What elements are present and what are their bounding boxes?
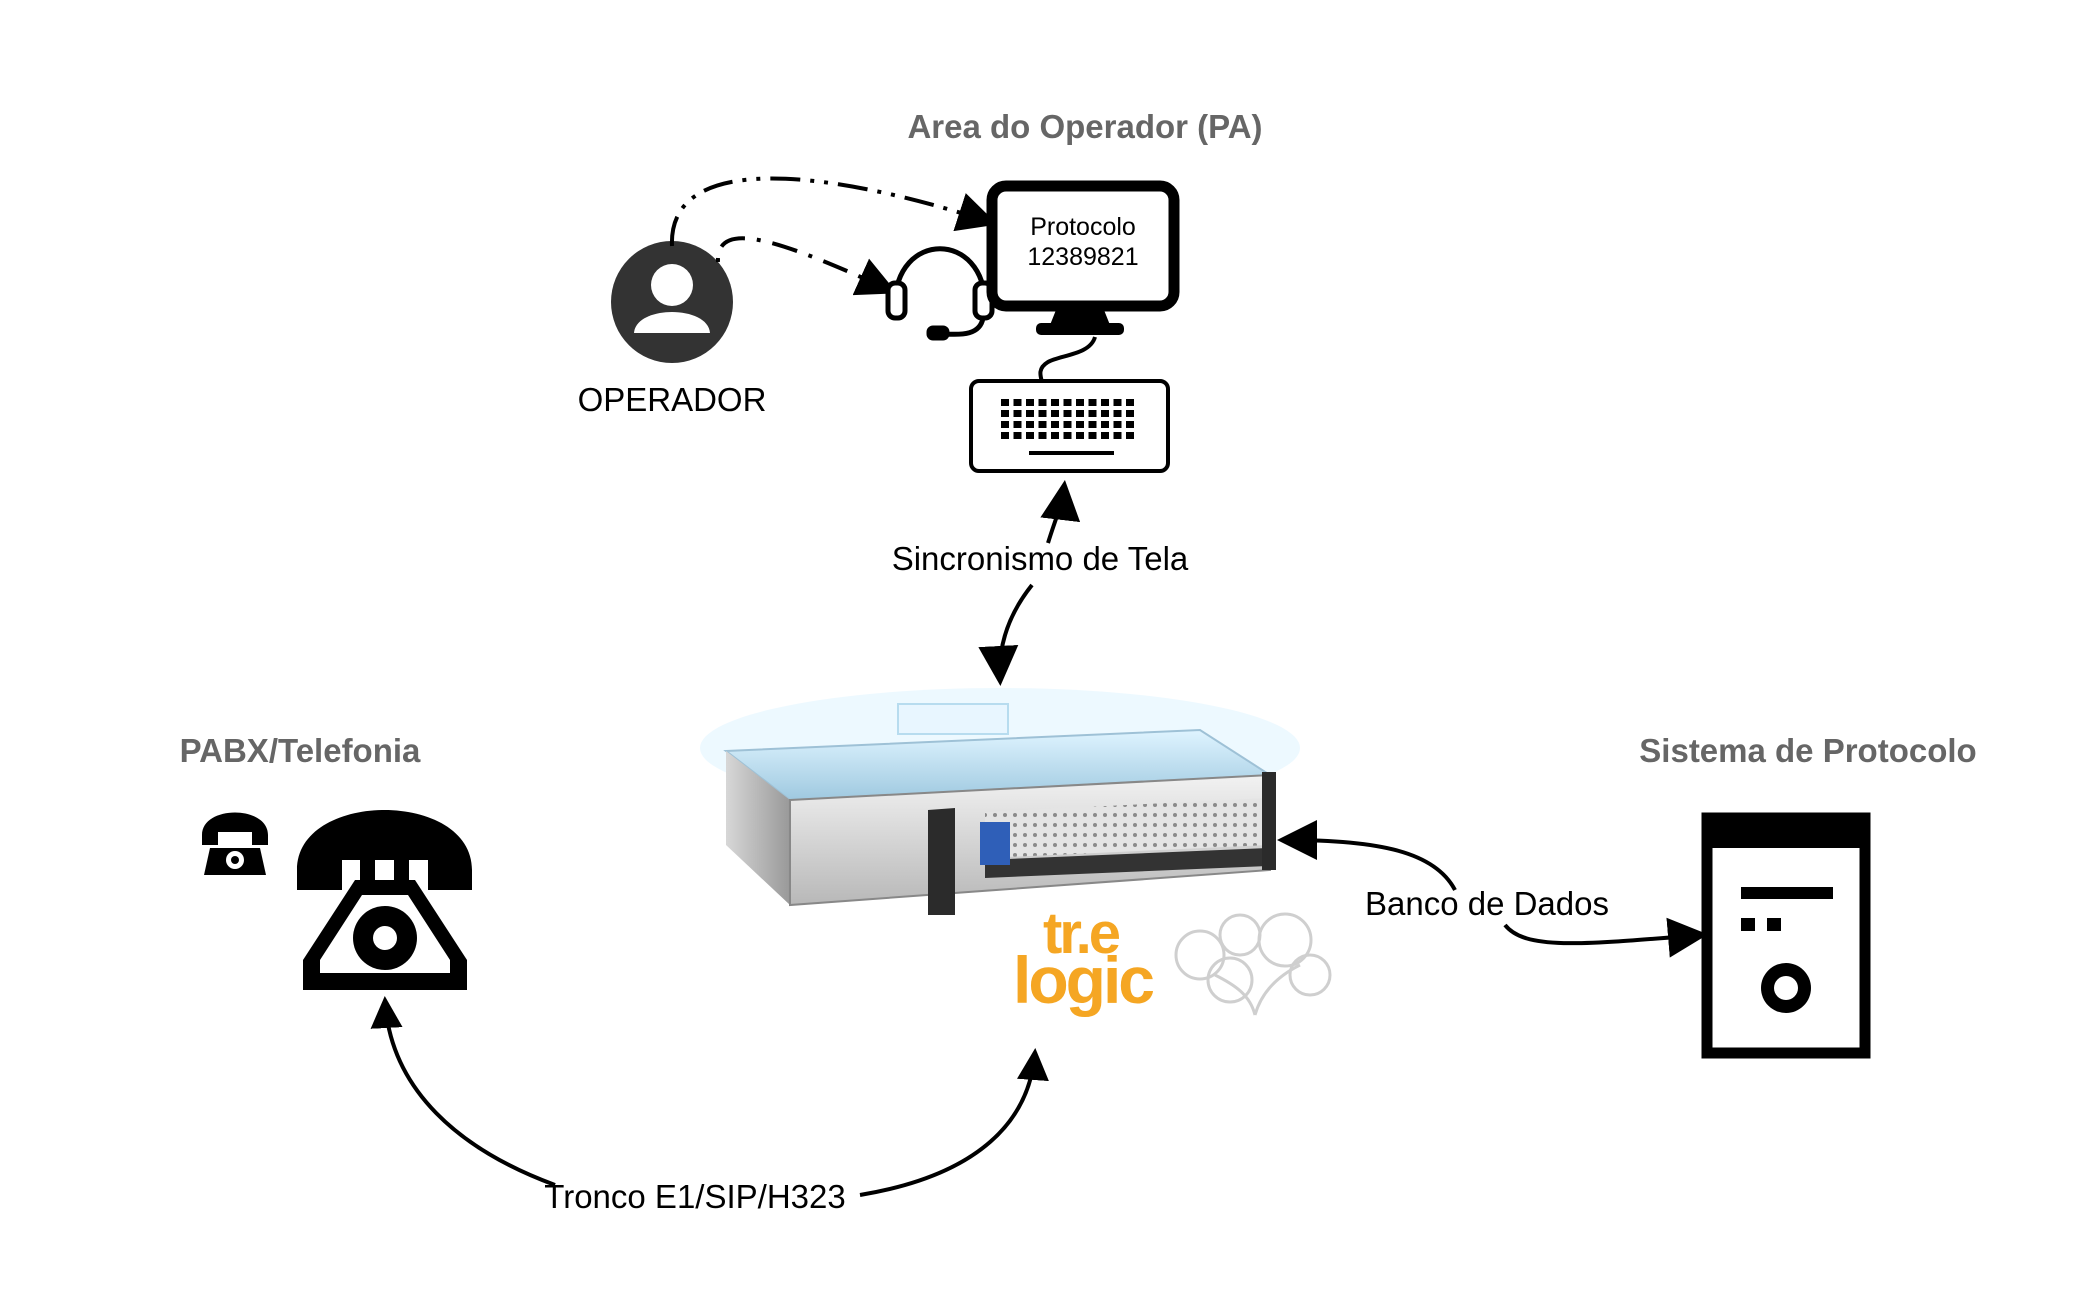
keyboard-cable	[1038, 336, 1097, 383]
trunk-label: Tronco E1/SIP/H323	[544, 1178, 845, 1215]
keyboard-key	[1063, 421, 1072, 428]
operator-to-monitor-link	[669, 176, 998, 247]
keyboard-key	[1126, 410, 1134, 417]
operator-to-headset-link	[715, 236, 898, 296]
trunk-arrow-to-server	[859, 1048, 1049, 1197]
keyboard-key	[1088, 410, 1097, 417]
keyboard-key	[1051, 432, 1059, 439]
heading-operator-area: Area do Operador (PA)	[907, 108, 1262, 145]
computer-tower-icon	[1701, 812, 1871, 1059]
server-icon	[700, 688, 1300, 915]
keyboard-key	[1013, 399, 1022, 406]
keyboard-key	[1038, 410, 1047, 417]
keyboard-key	[1063, 399, 1072, 406]
keyboard-key	[1088, 421, 1097, 428]
database-arrow-to-server	[1277, 820, 1457, 891]
keyboard-key	[1038, 432, 1047, 439]
keyboard-key	[1026, 410, 1034, 417]
keyboard-icon	[969, 379, 1170, 473]
database-label: Banco de Dados	[1365, 885, 1609, 922]
keyboard-key	[1126, 432, 1134, 439]
keyboard-key	[1101, 421, 1109, 428]
logo-line2: logic	[1013, 943, 1153, 1017]
keyboard-key	[1001, 421, 1009, 428]
keyboard-key	[1051, 399, 1059, 406]
keyboard-key	[1013, 432, 1022, 439]
keyboard-key	[1026, 421, 1034, 428]
logo-line1: tr.e	[1043, 901, 1120, 966]
keyboard-key	[1113, 432, 1122, 439]
trunk-arrow-to-telephone	[370, 996, 556, 1187]
small-telephone-icon	[202, 812, 268, 875]
keyboard-key	[1051, 421, 1059, 428]
keyboard-key	[1038, 399, 1047, 406]
screen-sync-label: Sincronismo de Tela	[892, 540, 1189, 577]
keyboard-key	[1026, 432, 1034, 439]
keyboard-key	[1038, 421, 1047, 428]
keyboard-key	[1101, 410, 1109, 417]
keyboard-key	[1126, 399, 1134, 406]
keyboard-key	[1126, 421, 1134, 428]
logo-tree-ornament	[1174, 912, 1332, 1016]
keyboard-key	[1001, 399, 1009, 406]
screen-sync-arrow-up	[1040, 480, 1081, 544]
keyboard-key	[1113, 410, 1122, 417]
monitor-icon	[986, 180, 1180, 335]
keyboard-key	[1113, 421, 1122, 428]
keyboard-key	[1001, 410, 1009, 417]
keyboard-key	[1026, 399, 1034, 406]
keyboard-key	[1076, 432, 1084, 439]
keyboard-key	[1113, 399, 1122, 406]
operator-label: OPERADOR	[578, 381, 767, 418]
keyboard-key	[1013, 410, 1022, 417]
database-arrow-to-system	[1503, 917, 1708, 958]
headset-icon	[885, 246, 995, 341]
monitor-text-line1: Protocolo	[1030, 213, 1136, 241]
keyboard-key	[1088, 399, 1097, 406]
person-icon	[611, 230, 733, 363]
keyboard-key	[1051, 410, 1059, 417]
keyboard-key	[1101, 399, 1109, 406]
heading-pabx: PABX/Telefonia	[180, 732, 421, 769]
keyboard-key	[1063, 432, 1072, 439]
keyboard-key	[1076, 410, 1084, 417]
telephone-icon	[297, 810, 472, 990]
screen-sync-arrow-down	[978, 583, 1034, 686]
treelogic-logo: tr.e logic	[1013, 901, 1332, 1017]
keyboard-key	[1013, 421, 1022, 428]
keyboard-key	[1063, 410, 1072, 417]
keyboard-key	[1001, 432, 1009, 439]
keyboard-key	[1101, 432, 1109, 439]
keyboard-key	[1076, 399, 1084, 406]
keyboard-key	[1076, 421, 1084, 428]
keyboard-key	[1088, 432, 1097, 439]
monitor-text-line2: 12389821	[1027, 243, 1138, 271]
heading-protocol-system: Sistema de Protocolo	[1639, 732, 1976, 769]
